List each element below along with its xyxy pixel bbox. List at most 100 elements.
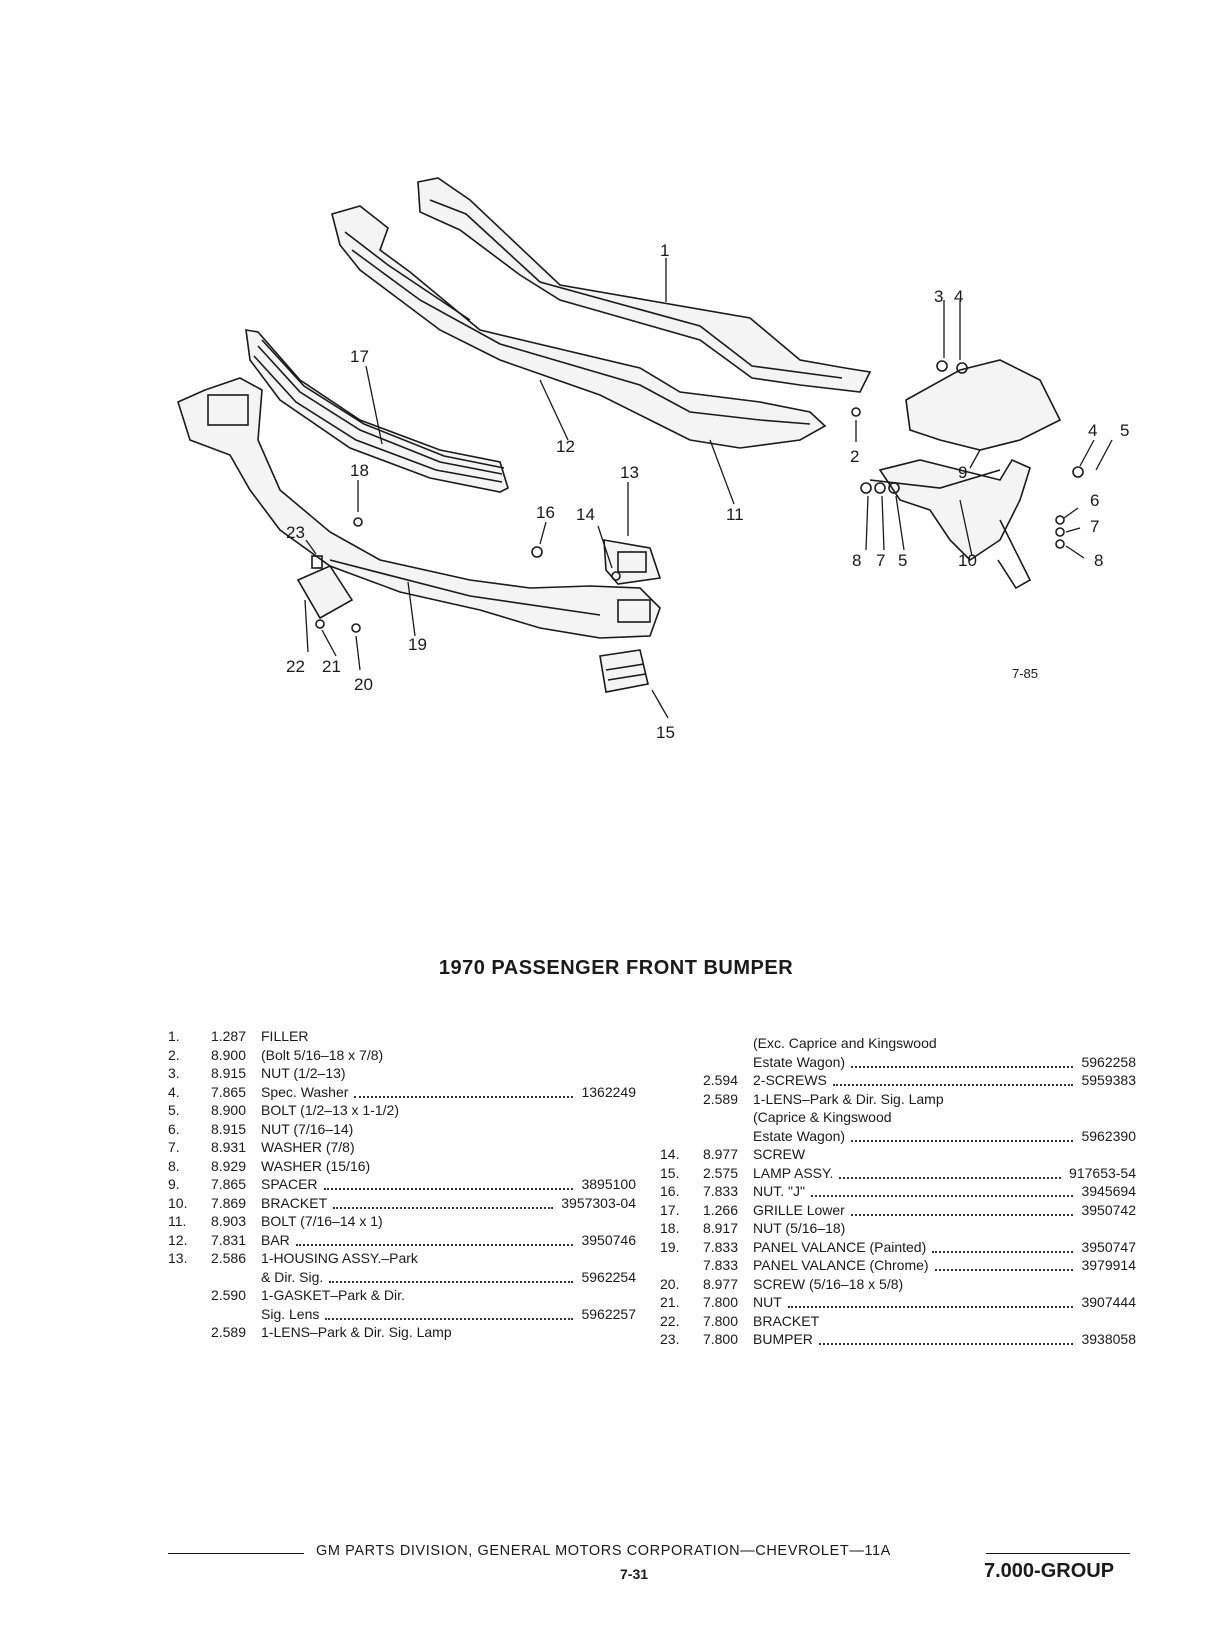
part-number: 5962257 bbox=[581, 1305, 636, 1322]
item-number: 16. bbox=[660, 1183, 680, 1199]
dot-leader bbox=[832, 1084, 1074, 1086]
svg-text:12: 12 bbox=[556, 437, 575, 456]
parts-row: Estate Wagon)5962258 bbox=[660, 1053, 1136, 1072]
parts-row: 2.8.900(Bolt 5/16–18 x 7/8) bbox=[168, 1046, 636, 1065]
svg-text:15: 15 bbox=[656, 723, 675, 742]
nut-16-part bbox=[531, 546, 543, 558]
part-description: (Bolt 5/16–18 x 7/8) bbox=[261, 1046, 384, 1063]
item-number: 8. bbox=[168, 1157, 180, 1174]
item-number: 19. bbox=[660, 1238, 680, 1255]
svg-text:21: 21 bbox=[322, 657, 341, 676]
svg-text:2: 2 bbox=[850, 447, 859, 466]
washer-4-part bbox=[956, 362, 968, 374]
washer-8-part bbox=[860, 482, 872, 494]
bar-part bbox=[331, 205, 827, 449]
footer-rule-left bbox=[168, 1553, 304, 1554]
part-description: SPACER bbox=[261, 1176, 318, 1192]
svg-text:22: 22 bbox=[286, 657, 305, 676]
group-code: 7.865 bbox=[210, 1083, 246, 1100]
group-code: 7.869 bbox=[210, 1194, 246, 1211]
svg-text:23: 23 bbox=[286, 523, 305, 542]
svg-text:14: 14 bbox=[576, 505, 595, 524]
panel-valance-part bbox=[177, 377, 661, 639]
part-description: LAMP ASSY. bbox=[753, 1164, 834, 1181]
item-number: 15. bbox=[660, 1164, 680, 1181]
dot-leader bbox=[934, 1269, 1074, 1271]
screw-20-part bbox=[351, 623, 361, 633]
svg-text:4: 4 bbox=[954, 287, 963, 306]
washer-7b-part bbox=[874, 482, 886, 494]
group-code: 8.915 bbox=[210, 1065, 246, 1081]
part-number: 3957303-04 bbox=[561, 1194, 636, 1211]
item-number: 10. bbox=[168, 1194, 188, 1211]
bumper-23-part bbox=[311, 555, 323, 569]
svg-text:8: 8 bbox=[852, 551, 861, 570]
group-code: 8.900 bbox=[210, 1046, 246, 1063]
parts-row: & Dir. Sig.5962254 bbox=[168, 1268, 636, 1287]
dot-leader bbox=[325, 1317, 574, 1320]
footer-text: GM PARTS DIVISION, GENERAL MOTORS CORPOR… bbox=[316, 1543, 891, 1559]
dot-leader bbox=[295, 1243, 574, 1246]
group-code: 7.831 bbox=[210, 1231, 246, 1248]
item-number: 6. bbox=[168, 1120, 180, 1137]
part-description: NUT bbox=[753, 1294, 782, 1310]
svg-text:9: 9 bbox=[958, 463, 967, 482]
svg-text:13: 13 bbox=[620, 463, 639, 482]
part-number: 3979914 bbox=[1081, 1257, 1136, 1273]
page-title: 1970 PASSENGER FRONT BUMPER bbox=[438, 957, 794, 979]
group-code: 8.977 bbox=[702, 1146, 738, 1162]
dot-leader bbox=[851, 1065, 1074, 1068]
part-description: Estate Wagon) bbox=[753, 1053, 846, 1070]
part-description: NUT. "J" bbox=[753, 1183, 805, 1199]
bolt-5b-part bbox=[888, 482, 900, 494]
bracket-22-part bbox=[296, 564, 354, 620]
dot-leader bbox=[787, 1306, 1074, 1308]
group-code: 7.833 bbox=[702, 1238, 738, 1255]
part-description: NUT (5/16–18) bbox=[753, 1220, 846, 1236]
nut-6-part bbox=[1055, 515, 1065, 525]
svg-text:3: 3 bbox=[934, 287, 943, 306]
part-number: 5962390 bbox=[1081, 1127, 1136, 1144]
group-code: 2.594 bbox=[702, 1072, 738, 1088]
dot-leader bbox=[839, 1176, 1062, 1179]
group-code: 7.865 bbox=[210, 1176, 246, 1192]
group-code: 8.915 bbox=[210, 1120, 246, 1137]
part-number: 3895100 bbox=[581, 1176, 636, 1192]
svg-text:6: 6 bbox=[1090, 491, 1099, 510]
part-number: 3950746 bbox=[581, 1231, 636, 1248]
parts-row: Estate Wagon)5962390 bbox=[660, 1127, 1136, 1146]
group-code: 2.589 bbox=[702, 1090, 738, 1107]
group-code: 7.800 bbox=[702, 1294, 738, 1310]
part-description: PANEL VALANCE (Chrome) bbox=[753, 1257, 929, 1273]
group-code: 2.575 bbox=[702, 1164, 738, 1181]
page-number: 7-31 bbox=[620, 1566, 649, 1582]
svg-text:7: 7 bbox=[876, 551, 885, 570]
part-number: 1362249 bbox=[581, 1083, 636, 1100]
group-code: 7.833 bbox=[702, 1183, 738, 1199]
dot-leader bbox=[354, 1095, 574, 1098]
item-number: 3. bbox=[168, 1065, 180, 1081]
item-number: 18. bbox=[660, 1220, 680, 1236]
item-number: 5. bbox=[168, 1102, 180, 1118]
part-description: GRILLE Lower bbox=[753, 1201, 845, 1218]
item-number: 4. bbox=[168, 1083, 180, 1100]
group-code: 1.287 bbox=[210, 1028, 246, 1044]
part-number: 3950742 bbox=[1081, 1201, 1136, 1218]
group-code: 8.931 bbox=[210, 1139, 246, 1155]
item-number: 22. bbox=[660, 1312, 680, 1329]
